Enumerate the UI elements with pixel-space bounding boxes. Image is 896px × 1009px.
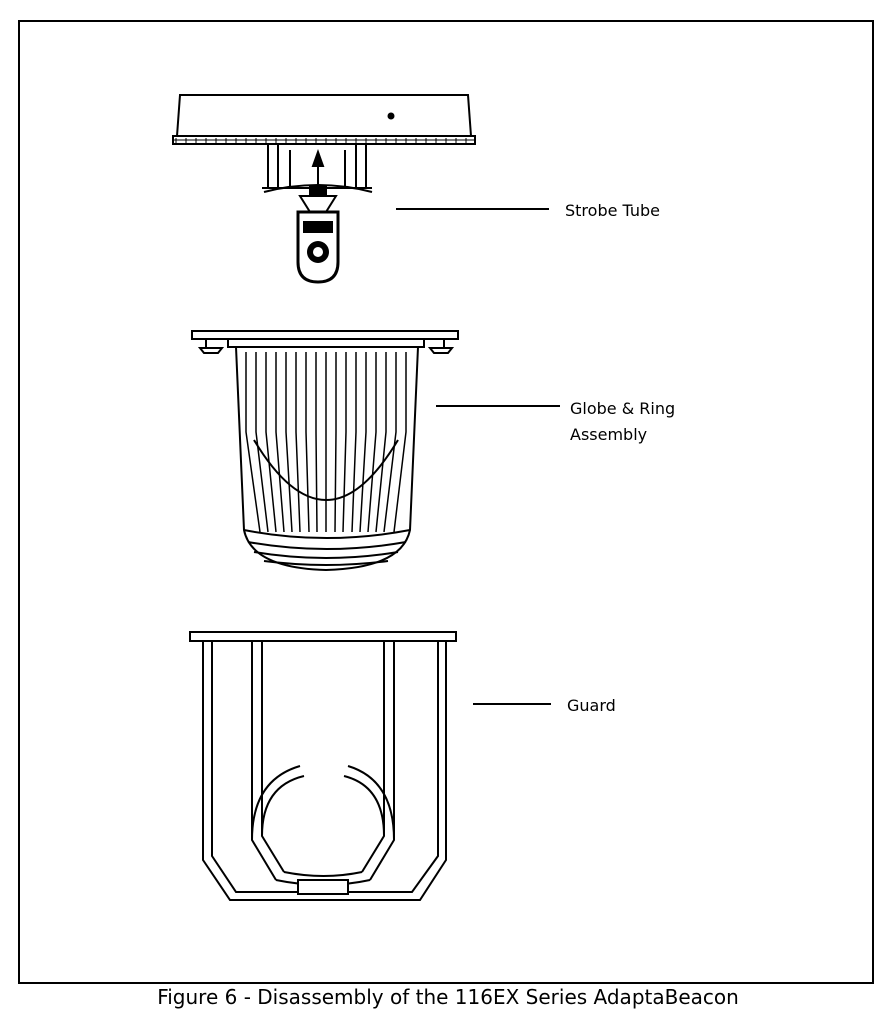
guard: [189, 631, 457, 901]
guard-label: Guard: [567, 696, 616, 715]
globe-ring-assembly: [191, 330, 459, 572]
globe-ring-label-line2: Assembly: [570, 425, 648, 444]
strobe-tube-label: Strobe Tube: [565, 201, 661, 220]
figure-frame: [18, 20, 874, 984]
globe-ring-label-line1: Globe & Ring: [570, 399, 676, 418]
strobe-tube: [262, 143, 373, 284]
strobe-base-assembly: [172, 94, 476, 145]
figure-caption: Figure 6 - Disassembly of the 116EX Seri…: [157, 985, 739, 1009]
